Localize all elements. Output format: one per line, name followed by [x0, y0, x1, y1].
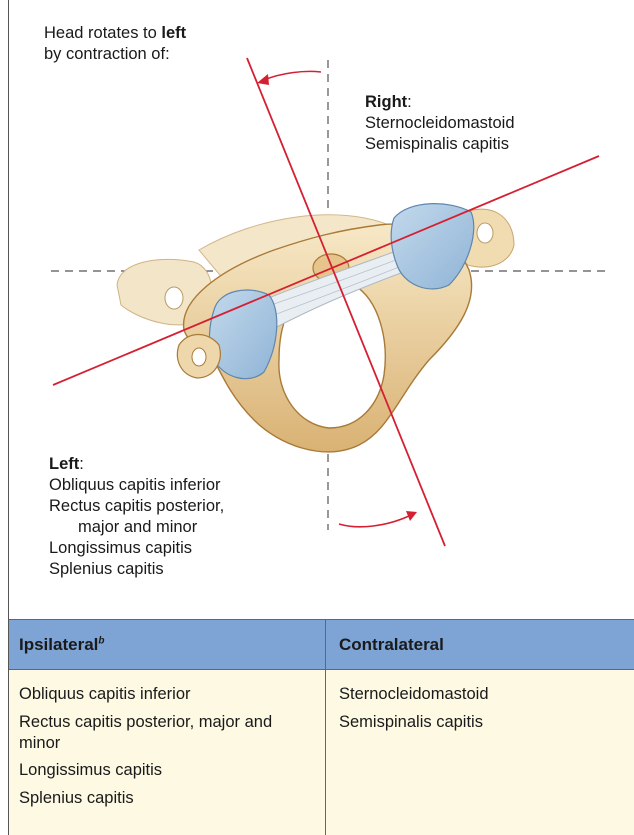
header-footnote-marker: b	[98, 635, 104, 646]
left-muscle-item: Obliquus capitis inferior	[49, 475, 221, 496]
table-cell: Sternocleidomastoid	[339, 684, 489, 705]
transverse-foramen-left	[165, 287, 183, 309]
table-header-row: Ipsilateralb Contralateral	[9, 620, 634, 670]
front-transverse-foramen	[192, 348, 206, 366]
right-muscles-label: Right:	[365, 92, 412, 113]
figure-heading-line1: Head rotates to left	[44, 23, 186, 44]
table-body: Obliquus capitis inferior Rectus capitis…	[9, 670, 634, 835]
figure-heading-line2: by contraction of:	[44, 44, 170, 65]
heading-prefix: Head rotates to	[44, 24, 161, 42]
table-cell: Splenius capitis	[19, 788, 134, 809]
left-label-colon: :	[79, 455, 84, 473]
right-muscle-item: Semispinalis capitis	[365, 134, 509, 155]
heading-direction: left	[161, 24, 186, 42]
right-label-colon: :	[407, 93, 412, 111]
superior-articular-facet-left	[209, 290, 276, 379]
atlas-rotation-figure: Head rotates to left by contraction of: …	[9, 0, 634, 620]
left-muscles-label: Left:	[49, 454, 84, 475]
rotation-arrow-top	[264, 71, 321, 80]
muscle-table: Ipsilateralb Contralateral Obliquus capi…	[9, 620, 634, 835]
table-cell: Semispinalis capitis	[339, 712, 483, 733]
right-muscle-item: Sternocleidomastoid	[365, 113, 515, 134]
left-muscle-item: Rectus capitis posterior,	[49, 496, 224, 517]
transverse-foramen-right	[477, 223, 493, 243]
left-muscle-item: Splenius capitis	[49, 559, 164, 580]
rotation-arrow-top-head	[257, 74, 269, 85]
table-cell: Longissimus capitis	[19, 760, 162, 781]
figure-frame: Head rotates to left by contraction of: …	[8, 0, 634, 835]
header-ipsilateral-text: Ipsilateral	[19, 635, 98, 654]
header-contralateral: Contralateral	[339, 635, 444, 655]
header-ipsilateral: Ipsilateralb	[19, 635, 104, 655]
rotation-arrow-bottom	[339, 516, 409, 527]
left-muscle-item: major and minor	[49, 517, 197, 538]
left-muscle-item: Longissimus capitis	[49, 538, 192, 559]
left-label-title: Left	[49, 455, 79, 473]
right-label-title: Right	[365, 93, 407, 111]
table-cell: Rectus capitis posterior, major and mino…	[19, 712, 309, 753]
column-divider	[325, 620, 326, 835]
table-cell: Obliquus capitis inferior	[19, 684, 191, 705]
